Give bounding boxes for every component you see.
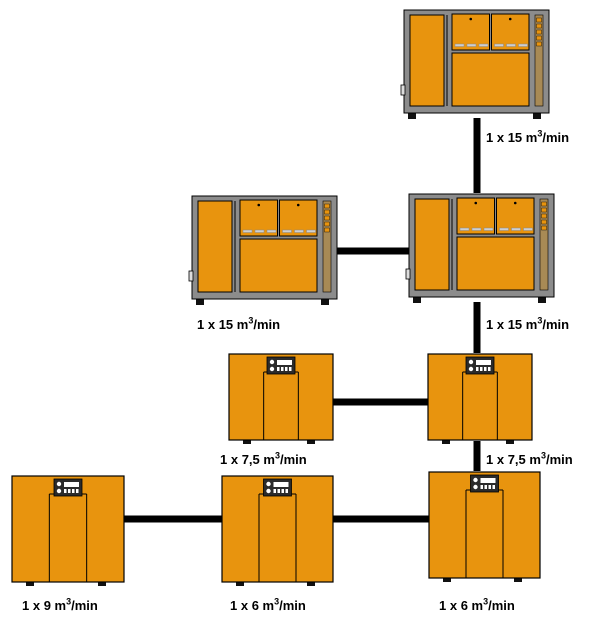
foot [413, 296, 421, 303]
capacity-label-u4: 1 x 7,5 m3/min [220, 450, 307, 467]
gauge [473, 477, 478, 483]
side-strip [539, 198, 549, 291]
pipes [124, 118, 481, 523]
foot [538, 296, 546, 303]
gauge [266, 488, 271, 494]
machines [11, 9, 555, 586]
gauge [468, 366, 474, 372]
compressor-u6 [11, 475, 125, 586]
capacity-label-u7: 1 x 6 m3/min [230, 596, 306, 613]
capacity-label-u1: 1 x 15 m3/min [486, 128, 570, 145]
foot [408, 112, 416, 119]
gauge [56, 481, 62, 487]
foot [533, 112, 541, 119]
display [476, 360, 491, 365]
compressor-u5 [427, 353, 533, 444]
capacity-label-u2: 1 x 15 m3/min [197, 315, 281, 332]
control-panel [266, 356, 296, 375]
compressor-u8 [428, 471, 541, 582]
control-panel [470, 474, 499, 493]
control-panel [263, 478, 292, 497]
gauge [266, 481, 271, 487]
gauge [468, 359, 474, 365]
door-bottom [451, 52, 530, 107]
side-strip [534, 14, 544, 107]
handle [188, 270, 194, 282]
compressor-u7 [221, 475, 334, 586]
compressor-u2 [188, 195, 338, 305]
compressor-u4 [228, 353, 334, 444]
gauge [56, 488, 62, 494]
display [273, 482, 289, 487]
side-strip [322, 200, 332, 293]
capacity-label-u3: 1 x 15 m3/min [486, 315, 570, 332]
gauge [473, 484, 478, 490]
capacity-label-u5: 1 x 7,5 m3/min [486, 450, 573, 467]
display [64, 482, 79, 487]
compressor-u1 [400, 9, 550, 119]
door-bottom [239, 238, 318, 293]
handle [400, 84, 406, 96]
handle [405, 268, 411, 280]
door-bottom [456, 236, 535, 291]
compressor-u3 [405, 193, 555, 303]
foot [321, 298, 329, 305]
capacity-label-u8: 1 x 6 m3/min [439, 596, 515, 613]
display [277, 360, 292, 365]
door-left [409, 14, 445, 107]
door-left [197, 200, 233, 293]
capacity-label-u6: 1 x 9 m3/min [22, 596, 98, 613]
gauge [269, 359, 275, 365]
gauge [269, 366, 275, 372]
control-panel [465, 356, 495, 375]
display [480, 478, 496, 483]
foot [196, 298, 204, 305]
door-left [414, 198, 450, 291]
control-panel [53, 478, 83, 497]
